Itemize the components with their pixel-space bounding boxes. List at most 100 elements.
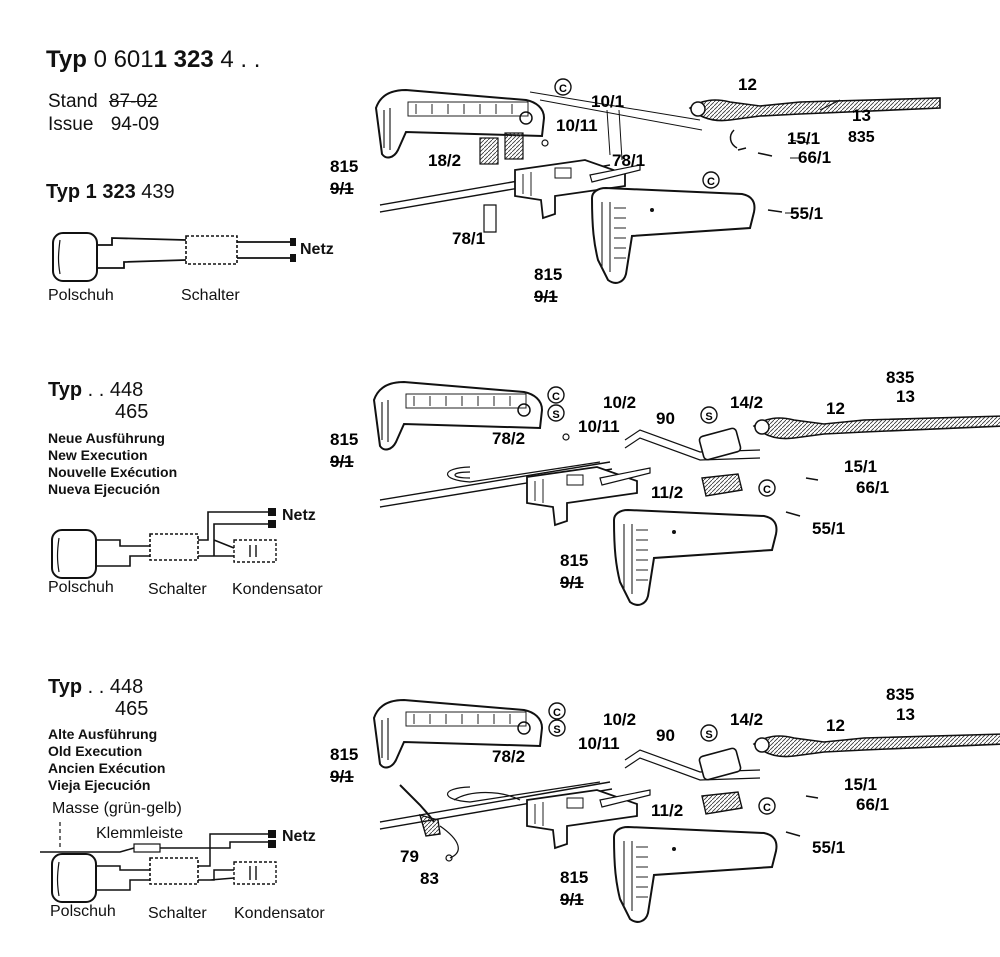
s3-terminal-79 [418, 813, 441, 837]
s1-brush-left [479, 137, 499, 165]
s1-label-18-2: 18/2 [428, 151, 461, 170]
s3-label-66-1: 66/1 [856, 795, 889, 814]
s3-schalter-label: Schalter [148, 905, 207, 922]
s3-label-15-1: 15/1 [844, 775, 877, 794]
s2-c1-text: C [552, 391, 560, 403]
s3-exec-en: Old Execution [48, 743, 143, 759]
s3-netz-label: Netz [282, 828, 316, 845]
s3-label-9-1b: 9/1 [560, 890, 584, 909]
s2-exec-en: New Execution [48, 447, 148, 463]
s3-label-55-1: 55/1 [812, 838, 845, 857]
s3-label-14-2: 14/2 [730, 710, 763, 729]
s2-block [701, 473, 743, 497]
s1-label-835: 835 [848, 129, 875, 146]
issue-value: 94-09 [110, 114, 160, 135]
s1-typ-value-bold: 1 323 [85, 181, 136, 203]
s1-label-815a: 815 [330, 157, 358, 176]
s2-label-9-1a: 9/1 [330, 452, 354, 471]
s1-exploded-view: C C 12 13 835 10/1 10/11 15/1 66/1 815 9… [330, 75, 941, 306]
header-typ: Typ 0 6011 323 4 . . [46, 48, 260, 72]
s2-schalter-label: Schalter [148, 581, 207, 598]
s1-typ-label: Typ [46, 181, 81, 203]
header-stand: Stand 87-02 [48, 92, 158, 111]
s3-label-90: 90 [656, 726, 675, 745]
stand-label: Stand [48, 91, 98, 112]
s2-exec-fr: Nouvelle Exécution [48, 464, 178, 480]
s2-typ-value2: 465 [115, 401, 149, 423]
s1-label-78-1a: 78/1 [612, 151, 645, 170]
s2-exploded-view: C S S C 835 13 12 10/2 90 14/2 10/11 815… [330, 368, 1000, 606]
s3-label-815b: 815 [560, 868, 588, 887]
s2-label-55-1: 55/1 [812, 519, 845, 538]
s1-label-10-1: 10/1 [591, 92, 624, 111]
s2-label-15-1: 15/1 [844, 457, 877, 476]
s1-polschuh-label: Polschuh [48, 287, 114, 304]
s3-label-11-2: 11/2 [651, 801, 683, 820]
s3-kondensator-label: Kondensator [234, 905, 325, 922]
s2-label-9-1b: 9/1 [560, 573, 584, 592]
s1-label-78-1b: 78/1 [452, 229, 485, 248]
s3-polschuh-label: Polschuh [50, 903, 116, 920]
header-typ-number-bold1: 1 [153, 46, 167, 73]
section1-typ: Typ 1 323 439 [46, 182, 175, 202]
s2-exec-de: Neue Ausführung [48, 430, 165, 446]
s3-c1-text: C [553, 707, 561, 719]
s3-label-815a: 815 [330, 745, 358, 764]
s3-exec-fr: Ancien Exécution [48, 760, 166, 776]
s3-label-9-1a: 9/1 [330, 767, 354, 786]
s1-label-9-1a: 9/1 [330, 179, 354, 198]
section3-typ: Typ . . 448 [48, 677, 143, 697]
stand-value: 87-02 [108, 91, 158, 112]
s3-klemmleiste-label: Klemmleiste [96, 825, 184, 842]
s3-wiring-schematic [40, 822, 277, 903]
s3-typ-label: Typ [48, 676, 83, 698]
s3-label-10-2: 10/2 [603, 710, 636, 729]
s1-c2-text: C [707, 176, 715, 188]
s3-s2-text: S [705, 729, 712, 741]
s3-label-12: 12 [826, 716, 845, 735]
s1-schalter-symbol [185, 235, 238, 265]
s1-label-13: 13 [852, 106, 871, 125]
s3-label-83: 83 [420, 869, 439, 888]
s1-schalter-label: Schalter [181, 287, 240, 304]
s3-exploded-view: C S S C 835 13 12 10/2 90 14/2 10/11 815… [330, 685, 1000, 923]
s1-label-9-1b: 9/1 [534, 287, 558, 306]
s2-label-14-2: 14/2 [730, 393, 763, 412]
s1-label-10-11: 10/11 [556, 116, 598, 135]
header-issue: Issue 94-09 [48, 115, 159, 134]
s2-c2-text: C [763, 484, 771, 496]
s1-label-15-1: 15/1 [787, 129, 820, 148]
s1-label-66-1: 66/1 [798, 148, 831, 167]
s3-label-10-11: 10/11 [578, 734, 620, 753]
s1-brush-right [504, 132, 524, 160]
s2-label-13: 13 [896, 387, 915, 406]
s1-label-12: 12 [738, 75, 757, 94]
s3-typ-value1: . . 448 [87, 676, 144, 698]
s1-wiring-schematic [52, 232, 296, 282]
s1-polschuh-symbol [52, 232, 98, 282]
s2-s2-text: S [705, 411, 712, 423]
s2-polschuh-label: Polschuh [48, 579, 114, 596]
s2-label-66-1: 66/1 [856, 478, 889, 497]
s3-c2-text: C [763, 802, 771, 814]
s1-c1-text: C [559, 83, 567, 95]
s2-label-10-11: 10/11 [578, 417, 620, 436]
s2-label-815b: 815 [560, 551, 588, 570]
s3-label-13: 13 [896, 705, 915, 724]
s1-label-815b: 815 [534, 265, 562, 284]
s3-s1-text: S [553, 724, 560, 736]
s1-label-55-1: 55/1 [790, 204, 823, 223]
s2-capacitor [698, 427, 742, 461]
s3-typ-value2: 465 [115, 698, 149, 720]
s2-exec-es: Nueva Ejecución [48, 481, 161, 497]
s3-exec-es: Vieja Ejecución [48, 777, 151, 793]
header-typ-number-a: 0 601 [93, 46, 154, 73]
s2-label-90: 90 [656, 409, 675, 428]
s2-typ-value1: . . 448 [87, 379, 144, 401]
s1-netz-label: Netz [300, 241, 334, 258]
section2-typ: Typ . . 448 [48, 380, 143, 400]
s2-typ-label: Typ [48, 379, 83, 401]
s2-label-815a: 815 [330, 430, 358, 449]
